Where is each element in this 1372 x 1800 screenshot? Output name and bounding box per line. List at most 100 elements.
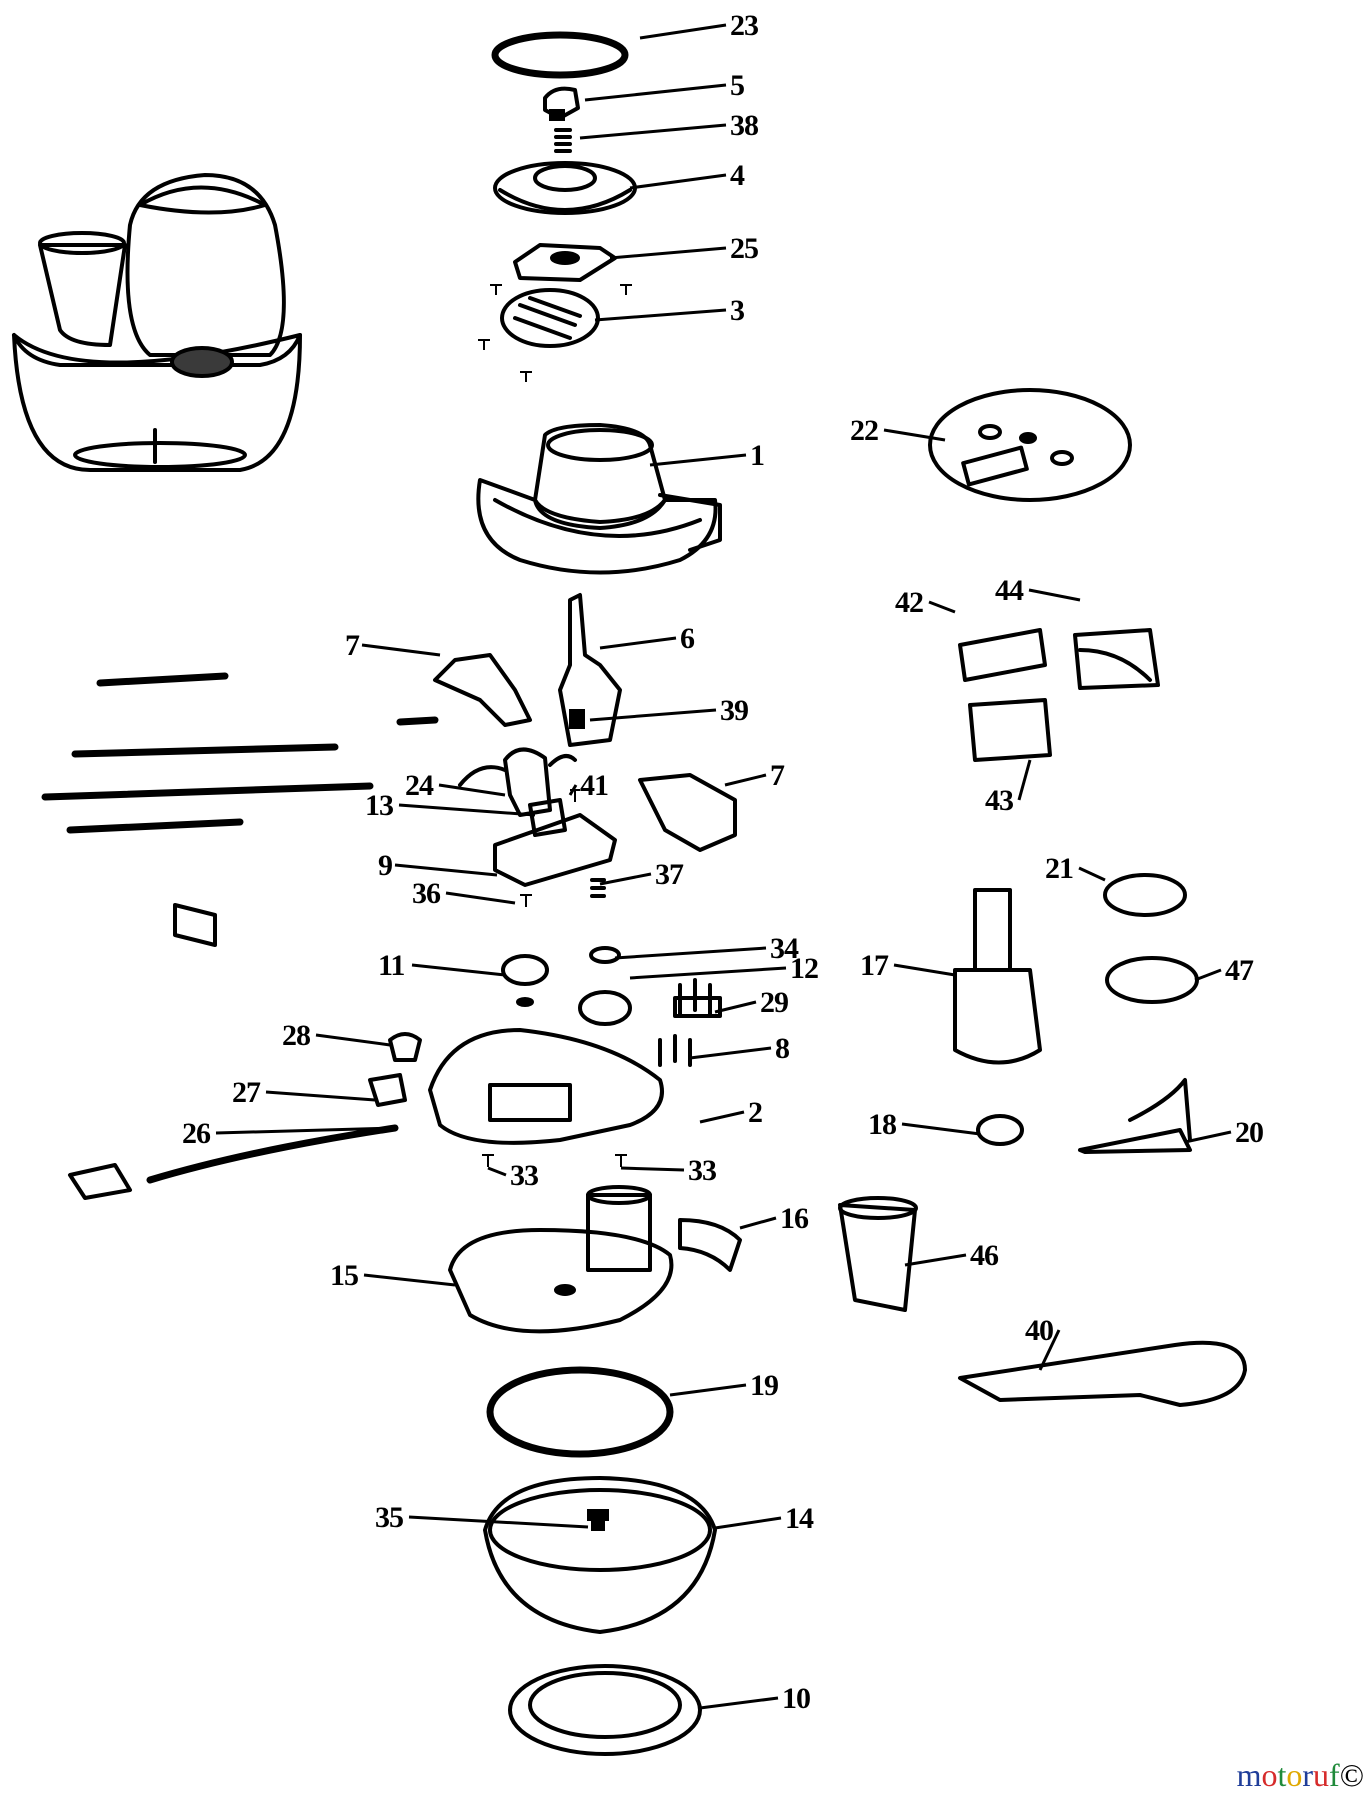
part-14-bowl <box>483 1476 717 1634</box>
leader-2 <box>699 1110 745 1124</box>
part-36-screw <box>520 894 532 907</box>
part-23-gasket <box>491 31 629 79</box>
part-label-33b: 33 <box>688 1154 716 1187</box>
leader-20 <box>1184 1130 1232 1144</box>
watermark-letter: t <box>1277 1757 1287 1793</box>
part-42-grater <box>958 628 1047 682</box>
leader-16 <box>739 1216 777 1230</box>
watermark-letter: o <box>1261 1757 1278 1793</box>
leader-44 <box>1028 588 1081 602</box>
leader-6 <box>599 636 677 650</box>
part-label-22: 22 <box>850 414 878 447</box>
leader-13 <box>398 803 536 817</box>
leader-9 <box>394 863 498 877</box>
part-label-19: 19 <box>750 1369 778 1402</box>
part-28-button <box>388 1032 422 1062</box>
part-19-ring <box>486 1366 674 1458</box>
leader-7a <box>361 643 441 657</box>
assembled-food-processor <box>12 173 302 472</box>
part-label-24: 24 <box>405 769 434 802</box>
leader-34 <box>614 946 767 960</box>
part-label-40: 40 <box>1025 1314 1053 1347</box>
part-9-switch-housing <box>493 813 617 887</box>
part-label-14: 14 <box>785 1502 814 1535</box>
part-label-37: 37 <box>655 858 684 891</box>
leader-38 <box>579 123 727 140</box>
part-label-9: 9 <box>378 849 392 882</box>
leader-35 <box>408 1515 589 1529</box>
part-1-bowl-cover <box>476 423 722 575</box>
leader-7b <box>724 773 767 787</box>
leader-24 <box>438 783 506 797</box>
part-7b-blade-arm <box>638 773 737 852</box>
part-39-bushing <box>569 709 585 729</box>
leader-12 <box>629 966 787 980</box>
leader-19 <box>669 1383 747 1397</box>
part-46-feed-tube <box>838 1196 918 1312</box>
leader-8 <box>689 1046 772 1060</box>
part-label-21: 21 <box>1045 852 1073 885</box>
leader-43 <box>1017 759 1032 801</box>
part-label-5: 5 <box>730 69 744 102</box>
part-label-3: 3 <box>730 294 744 327</box>
part-label-43: 43 <box>985 784 1013 817</box>
watermark-letter: u <box>1313 1757 1330 1793</box>
part-33a-screw <box>482 1154 494 1167</box>
part-13-bracket <box>528 798 567 837</box>
part-21-disc-holder <box>1103 873 1187 917</box>
leader-47 <box>1194 968 1222 982</box>
part-label-20: 20 <box>1235 1116 1263 1149</box>
part-label-17: 17 <box>860 949 889 982</box>
part-3-grater-disc <box>478 284 632 382</box>
part-7a-blade-arm <box>433 653 532 727</box>
part-label-47: 47 <box>1225 954 1254 987</box>
part-33b-screw <box>615 1154 627 1167</box>
watermark-letter: o <box>1286 1757 1303 1793</box>
part-44-blade <box>1073 628 1160 690</box>
part-label-41: 41 <box>580 769 608 802</box>
part-6-drive-shaft <box>558 593 622 747</box>
part-label-15: 15 <box>330 1259 358 1292</box>
leader-33b <box>620 1166 685 1172</box>
part-35-spindle <box>587 1509 609 1531</box>
leader-41 <box>568 784 578 796</box>
part-label-27: 27 <box>232 1076 261 1109</box>
leader-25 <box>609 246 727 260</box>
part-11-gear <box>501 954 549 1007</box>
part-label-16: 16 <box>780 1202 809 1235</box>
leader-11 <box>411 963 506 977</box>
part-label-46: 46 <box>970 1239 999 1272</box>
leader-40 <box>1038 1329 1061 1371</box>
part-label-36: 36 <box>412 877 441 910</box>
part-4-lid-cap <box>493 161 637 215</box>
leader-4 <box>629 173 727 190</box>
part-12-gear <box>578 990 632 1026</box>
part-2-base-chassis <box>428 1028 664 1145</box>
loose-rod-parts <box>41 672 439 834</box>
part-20-chopping-blade <box>1078 1078 1192 1154</box>
leader-28 <box>315 1033 391 1047</box>
part-27-cord-clamp <box>368 1073 407 1107</box>
part-29-connector <box>673 978 722 1018</box>
part-label-28: 28 <box>282 1019 310 1052</box>
leader-5 <box>584 83 727 102</box>
part-label-23: 23 <box>730 9 758 42</box>
part-label-6: 6 <box>680 622 695 655</box>
leader-23 <box>639 23 727 40</box>
leader-39 <box>589 708 717 722</box>
part-40-spatula <box>958 1340 1247 1407</box>
leader-18 <box>901 1122 981 1136</box>
part-label-38: 38 <box>730 109 758 142</box>
part-label-26: 26 <box>182 1117 211 1150</box>
watermark: motoruf© <box>1237 1757 1364 1794</box>
leader-33a <box>487 1166 507 1177</box>
leader-21 <box>1078 866 1106 882</box>
part-label-29: 29 <box>760 986 788 1019</box>
part-label-44: 44 <box>995 574 1024 607</box>
part-label-1: 1 <box>750 439 764 472</box>
part-label-2: 2 <box>748 1096 762 1129</box>
part-26-power-cord <box>68 1124 399 1200</box>
part-label-18: 18 <box>868 1108 896 1141</box>
leader-15 <box>363 1273 456 1287</box>
leader-37 <box>599 872 652 886</box>
